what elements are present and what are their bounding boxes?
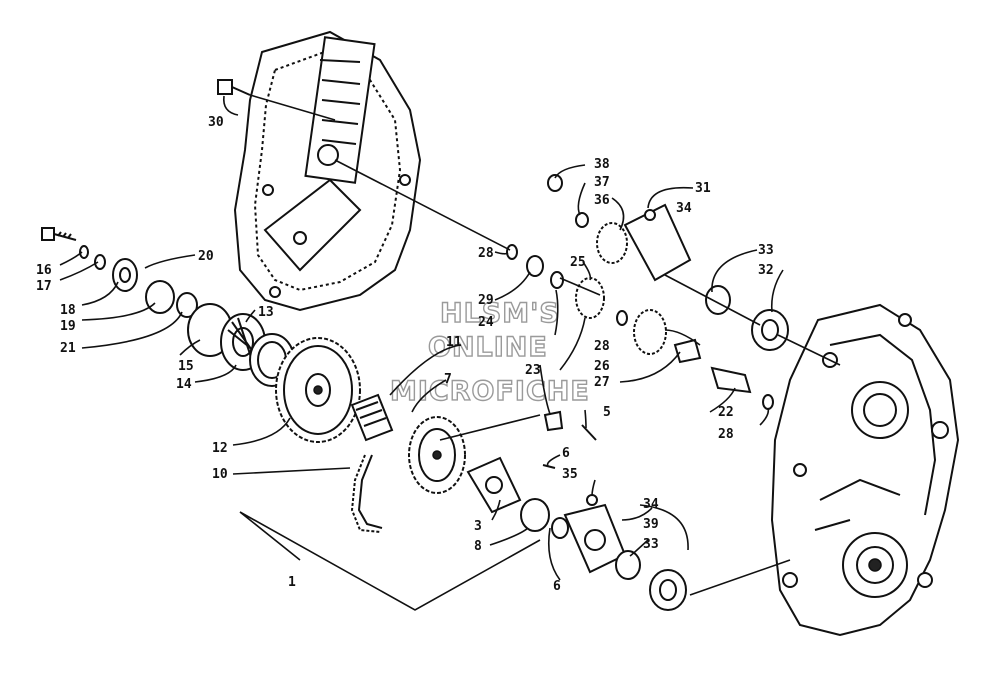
callout-12: 12 <box>212 441 228 456</box>
bolt-30 <box>217 79 251 96</box>
callout-22: 22 <box>718 405 734 420</box>
callout-6-lower: 6 <box>553 579 561 594</box>
callout-5: 5 <box>603 405 611 420</box>
callout-21: 21 <box>60 341 76 356</box>
callout-23: 23 <box>525 363 541 378</box>
callout-17: 17 <box>36 279 52 294</box>
callout-24: 24 <box>478 315 494 330</box>
callout-29: 29 <box>478 293 494 308</box>
callout-36: 36 <box>594 193 610 208</box>
callout-7: 7 <box>444 372 452 387</box>
callout-28-upper: 28 <box>478 246 494 261</box>
alignment-lines <box>249 94 841 596</box>
callout-38: 38 <box>594 157 610 172</box>
callout-19: 19 <box>60 319 76 334</box>
callout-13: 13 <box>258 305 274 320</box>
large-sprocket <box>275 337 361 443</box>
callout-31: 31 <box>695 181 711 196</box>
callout-26: 26 <box>594 359 610 374</box>
svg-text:MICROFICHE: MICROFICHE <box>390 376 590 407</box>
callout-6-upper: 6 <box>562 446 570 461</box>
callout-10: 10 <box>212 467 228 482</box>
callout-14: 14 <box>176 377 192 392</box>
callout-37: 37 <box>594 175 610 190</box>
upper-gear-train <box>506 174 789 469</box>
callout-39: 39 <box>643 517 659 532</box>
sprocket-hub <box>350 393 394 442</box>
callout-33-upper: 33 <box>758 243 774 258</box>
drive-chain <box>350 454 383 533</box>
middle-sprocket <box>408 416 466 494</box>
callout-3: 3 <box>474 519 482 534</box>
callout-15: 15 <box>178 359 194 374</box>
svg-text:HLSM'S: HLSM'S <box>440 298 560 329</box>
chaincase-cover <box>233 30 422 312</box>
callout-30: 30 <box>208 115 224 130</box>
callout-28-lower: 28 <box>718 427 734 442</box>
callout-34-lower: 34 <box>643 497 659 512</box>
callout-1: 1 <box>288 575 296 590</box>
callout-leaders <box>59 95 784 611</box>
bearing-plate-right <box>563 494 687 611</box>
callout-35: 35 <box>562 467 578 482</box>
callout-16: 16 <box>36 263 52 278</box>
callout-33-lower: 33 <box>643 537 659 552</box>
gear-housing <box>770 303 960 637</box>
callout-18: 18 <box>60 303 76 318</box>
bearing-plate-lower <box>466 456 569 539</box>
callout-27: 27 <box>594 375 610 390</box>
svg-text:ONLINE: ONLINE <box>428 332 548 363</box>
callout-11: 11 <box>446 335 462 350</box>
callout-28-middle: 28 <box>594 339 610 354</box>
callout-20: 20 <box>198 249 214 264</box>
watermark: HLSM'S ONLINE MICROFICHE <box>389 297 590 407</box>
callout-34-upper: 34 <box>676 201 692 216</box>
left-hardware <box>41 227 198 318</box>
callout-32: 32 <box>758 263 774 278</box>
callout-25: 25 <box>570 255 586 270</box>
callout-8: 8 <box>474 539 482 554</box>
callout-labels: 30 16 17 18 19 21 20 13 15 14 12 10 1 11… <box>36 115 774 594</box>
